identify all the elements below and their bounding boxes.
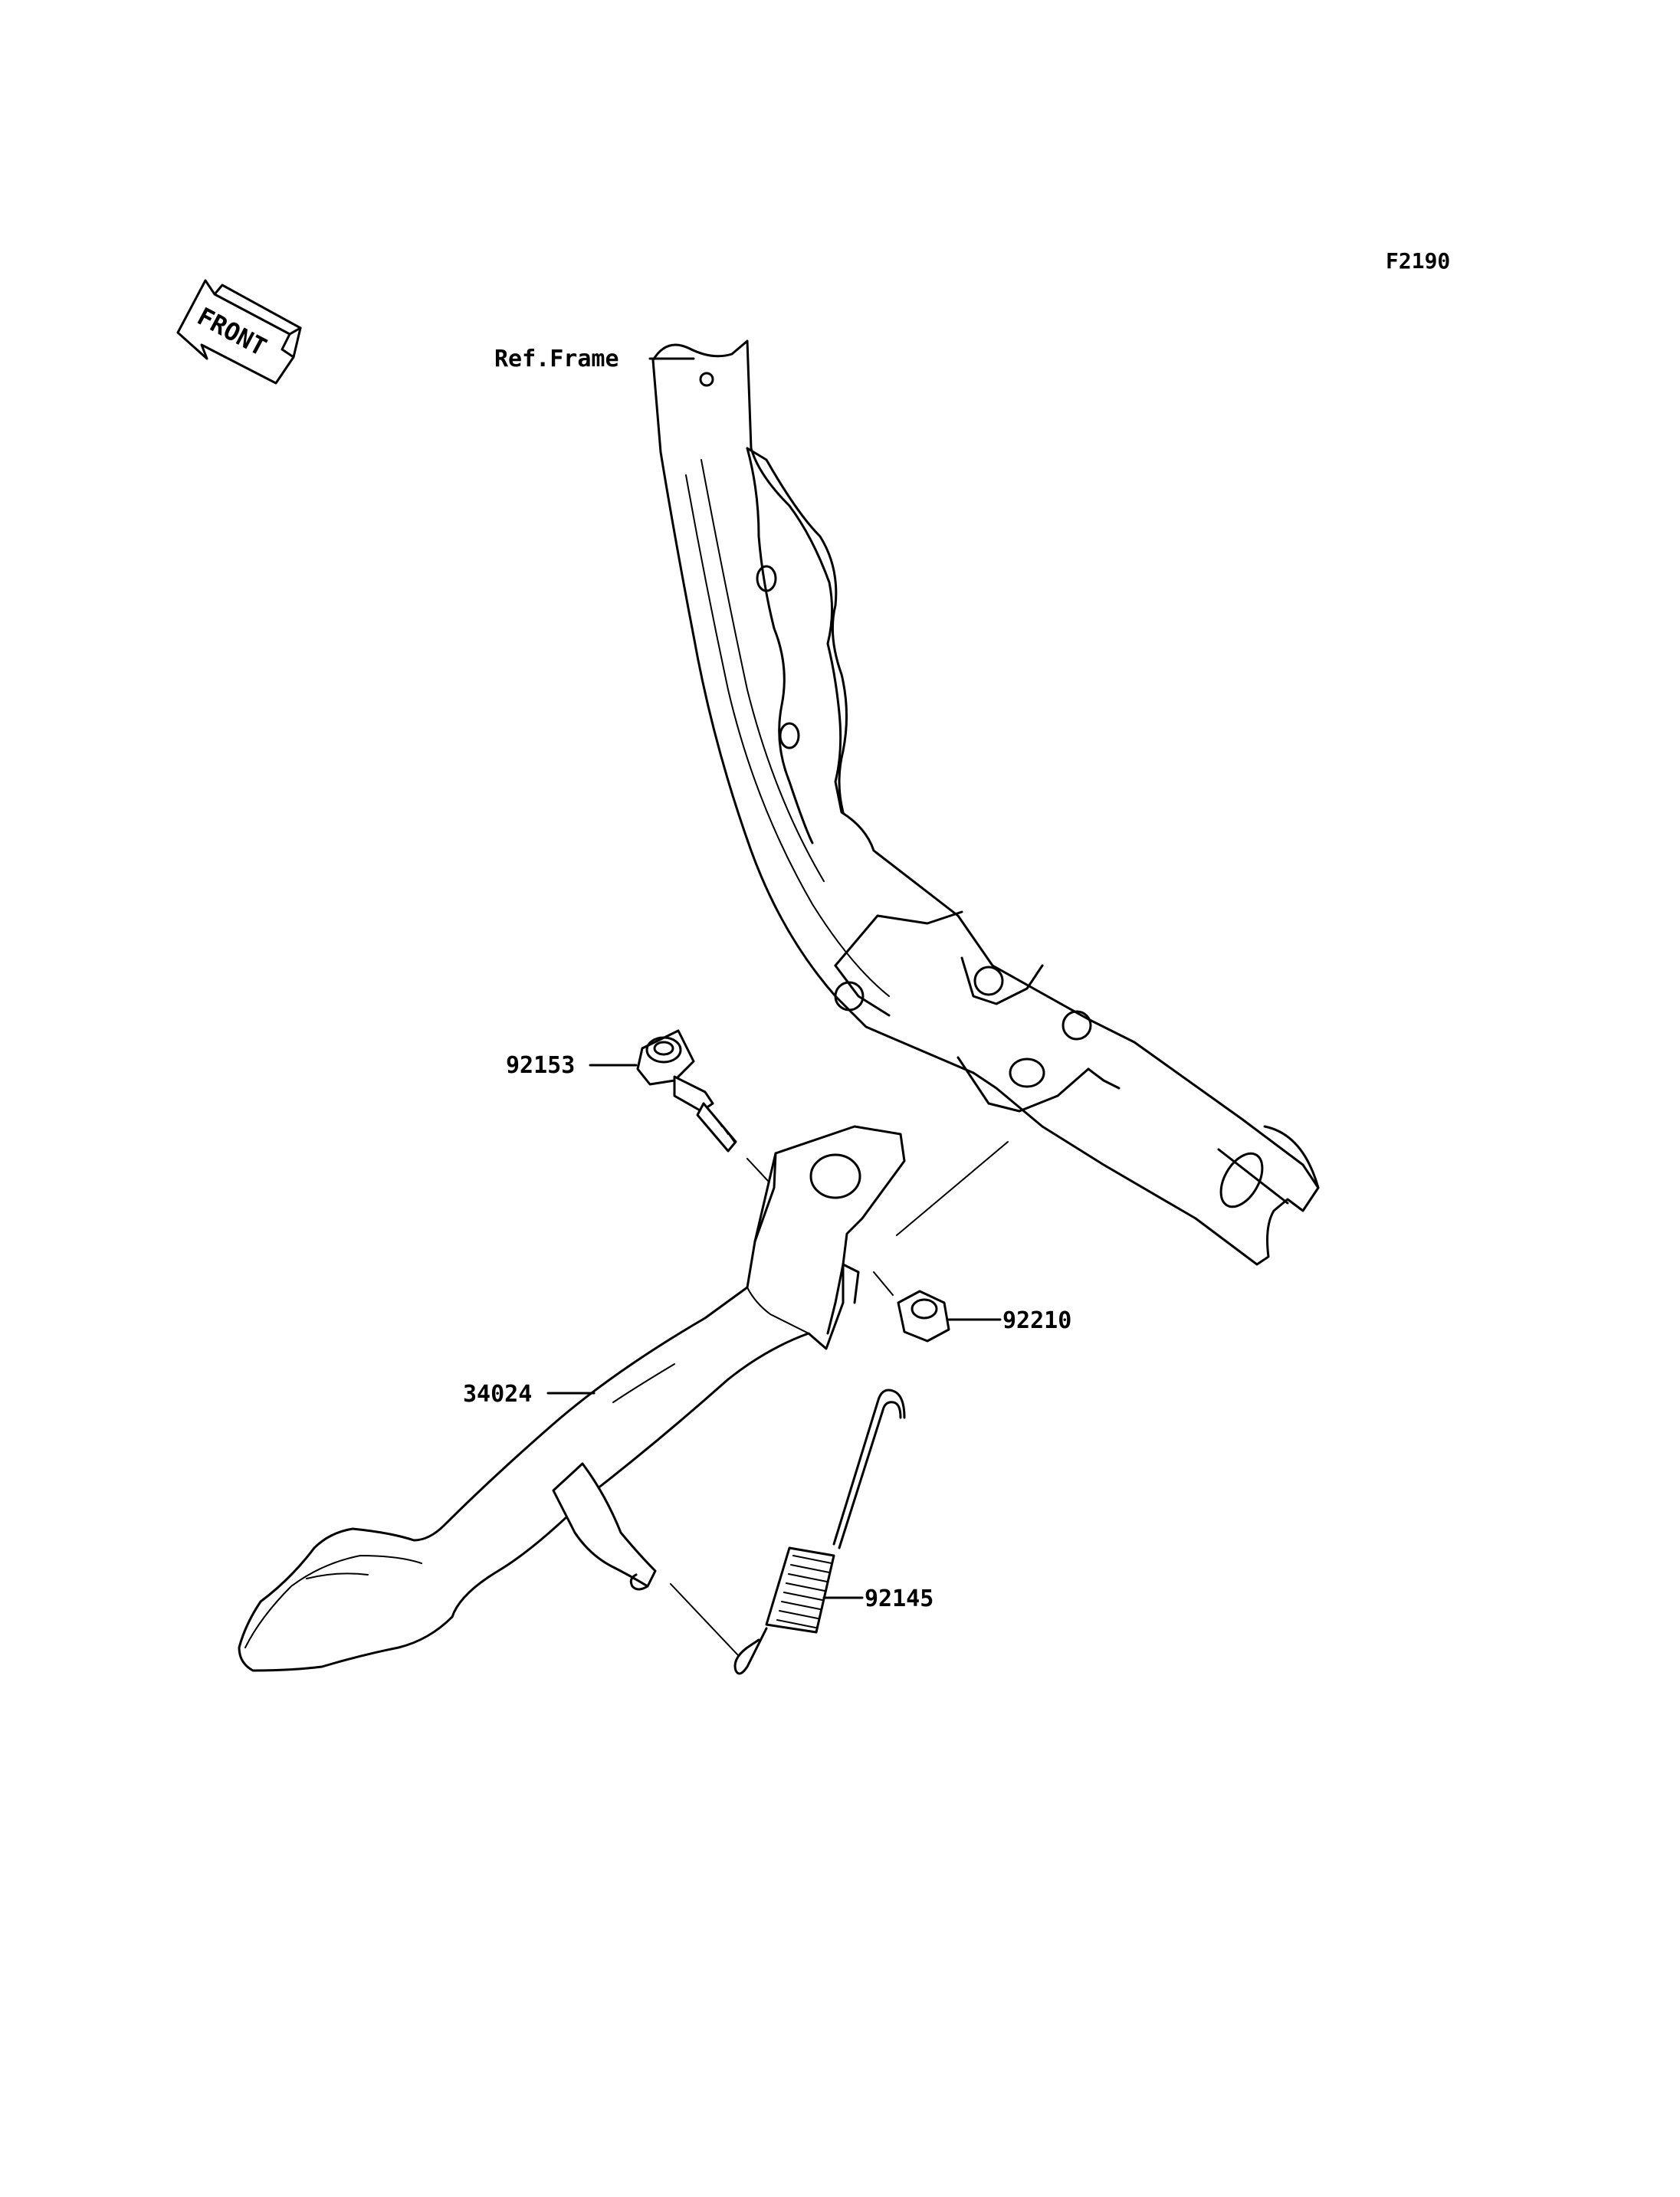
frame-part — [651, 339, 1320, 1266]
front-arrow-icon: FRONT — [176, 279, 302, 385]
spring-part — [733, 1389, 906, 1675]
frame-label: Ref.Frame — [494, 346, 619, 372]
stand-label: 34024 — [463, 1381, 532, 1408]
figure-code: F2190 — [1386, 248, 1450, 274]
nut-axis-line — [873, 1271, 894, 1296]
nut-label: 92210 — [1002, 1307, 1071, 1334]
spring-label: 92145 — [865, 1585, 934, 1612]
bolt-part — [636, 1029, 737, 1153]
bolt-label: 92153 — [506, 1052, 575, 1079]
spring-axis-line — [670, 1583, 739, 1656]
nut-part — [897, 1290, 950, 1343]
pivot-axis-line — [896, 1141, 1009, 1236]
side-stand-part — [238, 1125, 906, 1672]
